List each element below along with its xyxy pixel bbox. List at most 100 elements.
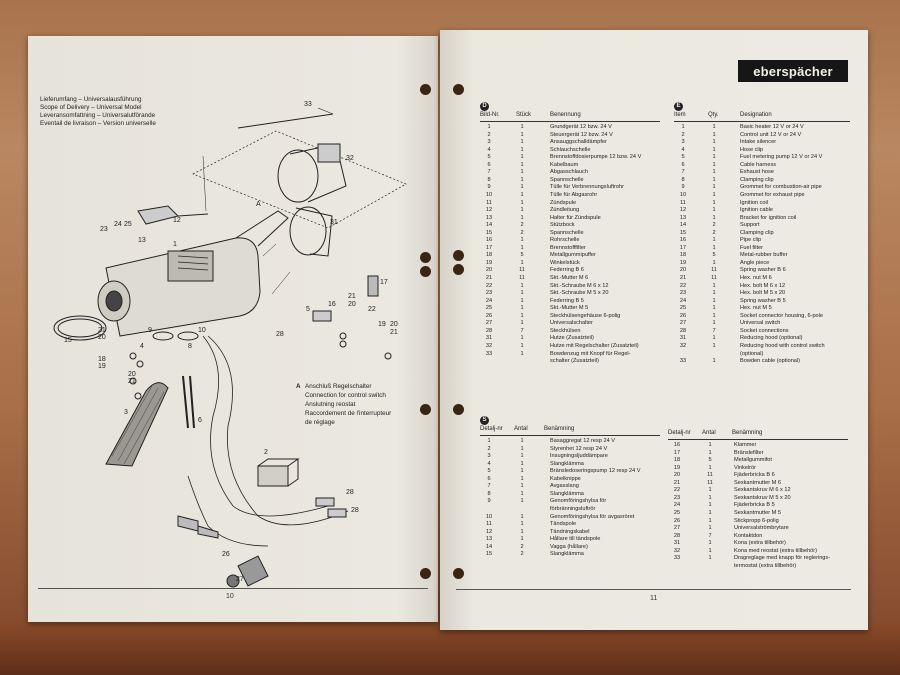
sv-left-cell-item: 13 bbox=[485, 536, 493, 543]
en-cell-qty: 1 bbox=[712, 154, 716, 161]
en-cell-desc: Exhaust hose bbox=[740, 169, 774, 176]
en-cell-qty: 1 bbox=[712, 237, 716, 244]
en-cell-item: 21 bbox=[679, 275, 687, 281]
en-header-rule bbox=[674, 121, 850, 122]
de-cell-item: 21 bbox=[485, 275, 493, 281]
sv-right-cell-qty: 1 bbox=[708, 494, 712, 501]
right-page: eberspächer D Bild-Nr. Stück Benennung 1… bbox=[440, 30, 868, 630]
part-label-20b: 20 bbox=[128, 371, 136, 378]
sv-right-cell-item: 27 bbox=[673, 525, 681, 532]
sv-right-cell-item: 24 bbox=[673, 502, 681, 509]
de-cell-desc: Stützbock bbox=[550, 222, 575, 229]
en-cell-qty: 1 bbox=[712, 335, 716, 342]
sv-right-cell-desc: Sexkantmutter M 6 bbox=[734, 479, 781, 486]
sv-left-cell-qty: 1 bbox=[520, 521, 524, 528]
binder-hole bbox=[420, 568, 431, 579]
sv-right-cell-qty: 7 bbox=[708, 532, 712, 539]
part-label-2: 2 bbox=[264, 449, 268, 456]
sv-left-cell-qty: 1 bbox=[520, 483, 524, 490]
part-label-6: 6 bbox=[198, 417, 202, 424]
de-cell-qty: 1 bbox=[520, 169, 524, 176]
right-page-number: 11 bbox=[650, 595, 658, 602]
en-cell-item: 33 bbox=[679, 358, 687, 365]
en-cell-item: 7 bbox=[681, 169, 685, 176]
sv-right-cell-desc: Kona med reostat (extra tillbehör) bbox=[734, 547, 818, 554]
sv-right-cell-desc: Klammer bbox=[734, 442, 757, 448]
de-cell-item: 27 bbox=[485, 320, 493, 327]
en-cell-item: 9 bbox=[681, 184, 685, 191]
en-cell-qty: 1 bbox=[712, 320, 716, 327]
sv-header-qty-right: Antal bbox=[702, 430, 716, 436]
part-label-26: 26 bbox=[222, 551, 230, 558]
callout-line-en: Connection for control switch bbox=[305, 392, 386, 399]
sv-left-cell-item: 7 bbox=[487, 483, 491, 490]
de-cell-qty: 2 bbox=[520, 222, 524, 229]
de-cell-qty: 1 bbox=[520, 350, 524, 357]
part-label-19b: 19 bbox=[378, 321, 386, 328]
sv-left-cell-desc: Insugningsljuddämpare bbox=[550, 453, 608, 460]
sv-right-cell-desc: Sexkantmutter M 5 bbox=[734, 509, 781, 516]
en-cell-item: 14 bbox=[679, 222, 687, 229]
sv-right-cell-qty: 11 bbox=[707, 472, 713, 479]
sv-right-cell-qty: 1 bbox=[708, 509, 712, 516]
sv-left-cell-desc: Tändningskabel bbox=[550, 528, 590, 535]
sv-left-cell-desc: Slangklämma bbox=[550, 551, 584, 558]
sv-left-cell-item: 6 bbox=[487, 475, 491, 482]
sv-header-item-right: Detalj-nr bbox=[668, 430, 691, 436]
de-cell-item: 2 bbox=[487, 131, 491, 138]
sv-header-desc: Benämning bbox=[544, 426, 575, 432]
de-cell-qty: 1 bbox=[520, 146, 524, 153]
sv-right-cell-desc: Sexkantskruv M 5 x 20 bbox=[734, 494, 791, 501]
en-cell-qty: 1 bbox=[712, 176, 716, 183]
sv-left-cell-qty: 1 bbox=[520, 468, 524, 475]
en-cell-qty: 1 bbox=[712, 297, 716, 304]
part-label-25: 25 bbox=[124, 221, 132, 228]
sv-left-cell-item: 12 bbox=[485, 528, 493, 535]
de-cell-item: 31 bbox=[485, 335, 493, 342]
callout-line-sv: Anslutning reostat bbox=[305, 401, 356, 408]
part-label-8: 8 bbox=[188, 343, 192, 350]
de-cell-desc: Ansauggschalldämpfer bbox=[550, 139, 607, 146]
sv-left-cell-item: 1 bbox=[487, 438, 491, 444]
de-cell-qty: 1 bbox=[520, 184, 524, 191]
sv-right-cell-desc: Stickpropp 6-polig bbox=[734, 517, 779, 524]
de-cell-desc: Zündspule bbox=[550, 199, 577, 206]
de-cell-desc: Abgasschlauch bbox=[550, 169, 588, 176]
sv-left-cell-qty: 1 bbox=[520, 528, 524, 535]
de-cell-desc: Tülle für Verbrennungsluftrohr bbox=[550, 184, 625, 191]
de-cell-item: 4 bbox=[487, 146, 491, 153]
sv-right-cell-item: 28 bbox=[673, 532, 681, 539]
en-cell-qty: 1 bbox=[712, 199, 716, 206]
sv-right-cell-qty: 1 bbox=[708, 525, 712, 532]
sv-right-cell-item: 19 bbox=[673, 464, 681, 471]
sv-left-cell-desc: Avgasslang bbox=[550, 483, 579, 490]
sv-left-cell-desc: Slangklämma bbox=[550, 490, 584, 497]
en-cell-item: 12 bbox=[679, 207, 687, 214]
en-cell-item: 17 bbox=[679, 244, 687, 251]
part-label-28b: 28 bbox=[346, 489, 354, 496]
en-cell-item: 3 bbox=[681, 139, 685, 146]
en-cell-qty: 1 bbox=[712, 312, 716, 319]
de-cell-qty: 2 bbox=[520, 229, 524, 236]
sv-left-cell-item: 15 bbox=[485, 551, 493, 558]
de-cell-desc: schalter (Zusatzteil) bbox=[550, 358, 599, 365]
sv-left-cell-item: 11 bbox=[486, 521, 492, 528]
de-cell-qty: 1 bbox=[520, 161, 524, 168]
de-cell-item: 15 bbox=[485, 229, 493, 236]
de-header-rule bbox=[480, 121, 660, 122]
en-cell-qty: 1 bbox=[712, 259, 716, 266]
de-cell-item: 11 bbox=[486, 199, 492, 206]
de-cell-desc: Skt.-Schraube M 6 x 12 bbox=[550, 282, 609, 289]
part-label-5: 5 bbox=[306, 306, 310, 313]
de-cell-qty: 1 bbox=[520, 207, 524, 214]
sv-header-rule-left bbox=[480, 435, 660, 436]
binder-hole bbox=[453, 404, 464, 415]
de-cell-desc: Spannschelle bbox=[550, 229, 584, 236]
de-cell-qty: 1 bbox=[520, 312, 524, 319]
sv-left-cell-qty: 1 bbox=[520, 490, 524, 497]
en-cell-desc: Ignition coil bbox=[740, 199, 768, 206]
en-cell-desc: Bracket for ignition coil bbox=[740, 214, 797, 221]
de-cell-desc: Skt.-Mutter M 5 bbox=[550, 305, 589, 312]
sv-right-cell-qty: 1 bbox=[708, 555, 712, 562]
en-cell-item: 15 bbox=[679, 229, 687, 236]
